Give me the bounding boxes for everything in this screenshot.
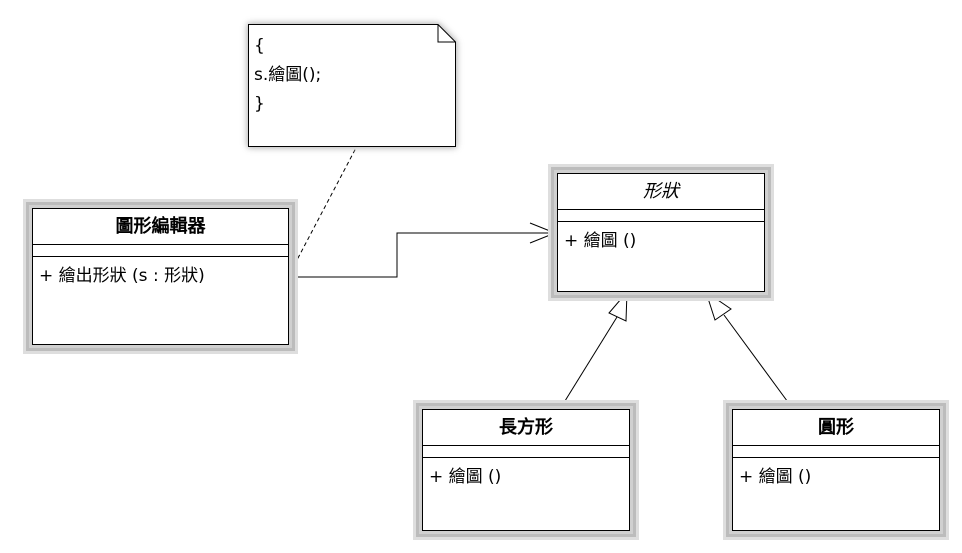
- class-shape: 形狀 + 繪圖 (): [557, 173, 765, 292]
- class-name: 長方形: [423, 410, 629, 446]
- association-arrowhead: [529, 222, 557, 244]
- attribute-compartment: [733, 446, 939, 458]
- note-line: s.繪圖();: [254, 65, 322, 85]
- operation: + 繪圖 (): [564, 231, 637, 251]
- operation: + 繪出形狀 (s : 形狀): [39, 266, 205, 286]
- generalization-arrowhead-circle: [705, 290, 732, 321]
- operation: + 繪圖 (): [429, 467, 502, 487]
- association-line: [289, 232, 555, 278]
- code-note: { s.繪圖();}: [248, 24, 456, 147]
- note-shape: [248, 24, 456, 147]
- class-name: 圖形編輯器: [33, 209, 288, 245]
- class-circle: 圓形 + 繪圖 (): [732, 409, 940, 531]
- note-code: { s.繪圖();}: [254, 32, 321, 119]
- class-name: 形狀: [558, 174, 764, 210]
- class-name: 圓形: [733, 410, 939, 446]
- note-line: }: [254, 94, 265, 114]
- generalization-line-circle: [723, 314, 794, 410]
- note-anchor-line: [287, 145, 358, 278]
- operation: + 繪圖 (): [739, 467, 812, 487]
- generalization-line-rectangle: [559, 316, 618, 410]
- generalization-arrowhead-rectangle: [608, 290, 628, 322]
- class-rectangle: 長方形 + 繪圖 (): [422, 409, 630, 531]
- note-line: {: [254, 36, 265, 56]
- class-editor: 圖形編輯器 + 繪出形狀 (s : 形狀): [32, 208, 289, 345]
- attribute-compartment: [33, 245, 288, 257]
- attribute-compartment: [423, 446, 629, 458]
- attribute-compartment: [558, 210, 764, 222]
